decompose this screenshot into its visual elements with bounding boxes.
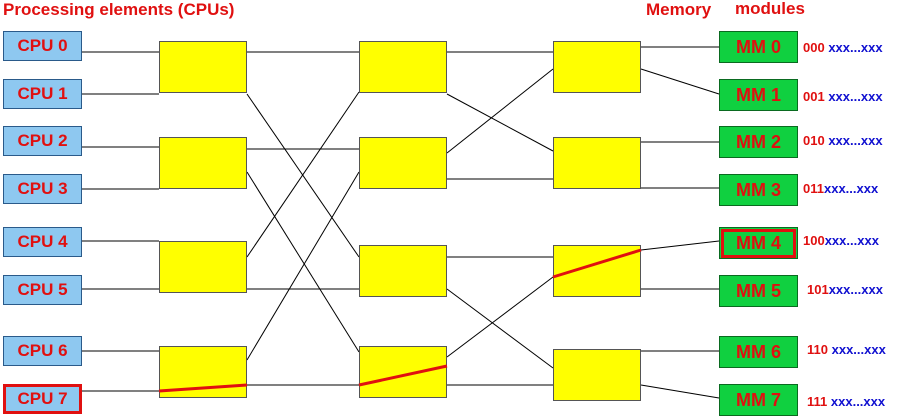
address-4: 100xxx...xxx <box>803 233 879 248</box>
address-2-bits: 010 <box>803 133 825 148</box>
address-7-rest: xxx...xxx <box>830 394 886 409</box>
address-0-bits: 000 <box>803 40 825 55</box>
address-1-rest: xxx...xxx <box>828 89 883 104</box>
wire-25 <box>640 68 720 95</box>
route-segment-s1 <box>158 383 248 393</box>
processing-elements-header: Processing elements (CPUs) <box>3 0 235 19</box>
wire-31 <box>640 384 720 399</box>
address-2-rest: xxx...xxx <box>828 133 883 148</box>
mm-6-label: MM 6 <box>736 341 781 362</box>
cpu-4: CPU 4 <box>3 227 82 257</box>
address-2: 010 xxx...xxx <box>803 133 883 148</box>
route-segment-s2 <box>358 364 448 387</box>
wire-28 <box>640 240 720 251</box>
address-1-bits: 001 <box>803 89 825 104</box>
switch-s2-0 <box>359 41 447 93</box>
mm-4: MM 4 <box>719 227 798 259</box>
wire-11 <box>246 171 360 353</box>
address-6-bits: 110 <box>807 342 828 357</box>
switch-s3-1 <box>553 137 641 189</box>
switch-s1-2 <box>159 241 247 293</box>
wire-14 <box>246 171 360 361</box>
mm-5: MM 5 <box>719 275 798 307</box>
address-5-bits: 101 <box>807 282 829 297</box>
address-0: 000 xxx...xxx <box>803 40 883 55</box>
address-3: 011xxx...xxx <box>803 181 878 196</box>
switch-s2-3 <box>359 346 447 398</box>
address-5: 101xxx...xxx <box>807 282 883 297</box>
mm-7-label: MM 7 <box>736 389 781 410</box>
mm-6: MM 6 <box>719 336 798 368</box>
cpu-7: CPU 7 <box>3 384 82 414</box>
cpu-5: CPU 5 <box>3 275 82 305</box>
mm-3-label: MM 3 <box>736 179 781 200</box>
mm-2: MM 2 <box>719 126 798 158</box>
wire-22 <box>446 276 554 358</box>
address-5-rest: xxx...xxx <box>828 282 883 297</box>
modules-header: modules <box>735 0 805 18</box>
route-segment-s3 <box>552 248 642 279</box>
address-1: 001 xxx...xxx <box>803 89 883 104</box>
mm-4-label: MM 4 <box>721 228 796 258</box>
cpu-3: CPU 3 <box>3 174 82 204</box>
cpu-0: CPU 0 <box>3 31 82 61</box>
switch-s1-1 <box>159 137 247 189</box>
switch-s2-1 <box>359 137 447 189</box>
wire-9 <box>246 93 360 258</box>
switch-s2-2 <box>359 245 447 297</box>
address-3-rest: xxx...xxx <box>823 181 879 196</box>
cpu-6: CPU 6 <box>3 336 82 366</box>
address-6-rest: xxx...xxx <box>831 342 886 357</box>
wire-21 <box>446 288 554 369</box>
switch-s1-0 <box>159 41 247 93</box>
mm-5-label: MM 5 <box>736 280 781 301</box>
cpu-1: CPU 1 <box>3 79 82 109</box>
wire-17 <box>446 93 554 152</box>
mm-1: MM 1 <box>719 79 798 111</box>
address-7: 111 xxx...xxx <box>807 394 885 409</box>
cpu-2: CPU 2 <box>3 126 82 156</box>
mm-0-label: MM 0 <box>736 36 781 57</box>
address-4-bits: 100 <box>803 233 825 248</box>
wire-12 <box>246 91 360 258</box>
wire-18 <box>446 68 554 154</box>
mm-3: MM 3 <box>719 174 798 206</box>
mm-0: MM 0 <box>719 31 798 63</box>
address-4-rest: xxx...xxx <box>824 233 879 248</box>
switch-s3-0 <box>553 41 641 93</box>
address-0-rest: xxx...xxx <box>828 40 883 55</box>
mm-7: MM 7 <box>719 384 798 416</box>
memory-header: Memory <box>646 0 712 19</box>
address-3-bits: 011 <box>803 181 824 196</box>
switch-s3-3 <box>553 349 641 401</box>
address-6: 110 xxx...xxx <box>807 342 886 357</box>
mm-1-label: MM 1 <box>736 84 781 105</box>
address-7-bits: 111 <box>807 394 828 409</box>
mm-2-label: MM 2 <box>736 131 781 152</box>
